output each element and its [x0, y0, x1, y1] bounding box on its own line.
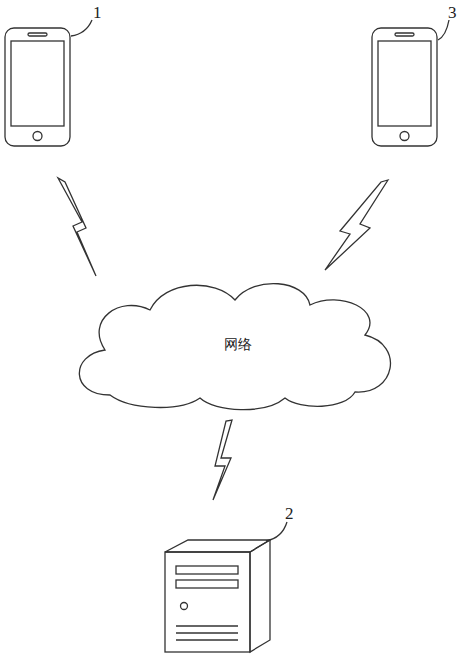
leader-line [71, 20, 92, 36]
callout-number: 2 [285, 505, 294, 522]
wireless-bolt [58, 178, 96, 276]
phone-icon [372, 28, 437, 146]
callout-number: 3 [448, 4, 457, 21]
node-label: 网络 [224, 336, 252, 354]
wireless-bolt [325, 180, 388, 270]
server-icon [165, 540, 270, 652]
leader-line [266, 522, 287, 541]
leader-line [438, 20, 449, 40]
callout-number: 1 [93, 4, 102, 21]
phone-icon [5, 28, 70, 146]
wireless-bolt [213, 420, 232, 500]
network-cloud: 网络 [70, 275, 405, 415]
